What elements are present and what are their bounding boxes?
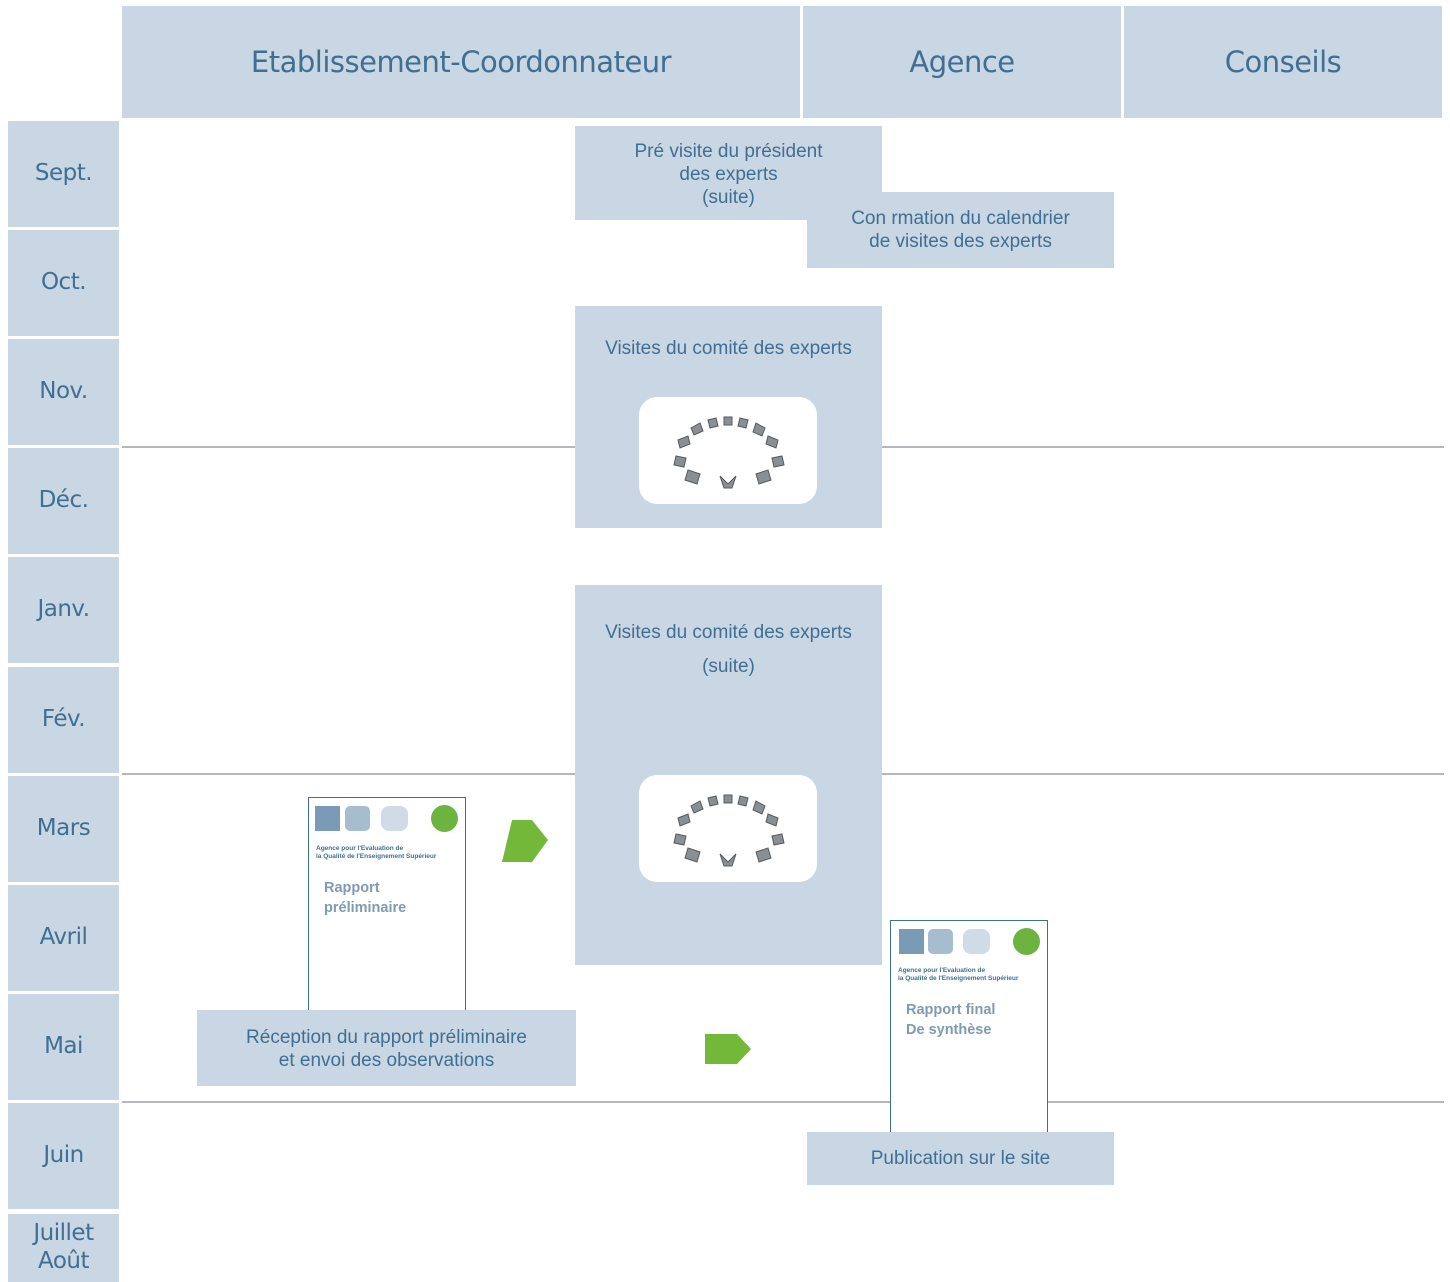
column-header-conseils: Conseils <box>1124 6 1442 118</box>
month-juillet-aout: Juillet Août <box>8 1214 119 1282</box>
month-juillet: Juillet <box>33 1220 94 1247</box>
visites-2-line-2: (suite) <box>702 656 755 677</box>
visites-1-line-1: Visites du comité des experts <box>605 338 852 359</box>
right-arrow-icon <box>502 820 548 862</box>
doc-logo-square-2 <box>928 929 953 954</box>
chairs-circle-graphic <box>673 416 785 488</box>
doc-logo-square-3 <box>963 929 990 954</box>
chairs-circle-graphic <box>673 794 785 866</box>
doc-logo-square-1 <box>315 806 340 831</box>
doc-logo-circle <box>1013 928 1040 955</box>
reception-line-2: et envoi des observations <box>278 1050 495 1071</box>
doc-title: Rapport préliminaire <box>324 878 406 918</box>
confirmation-line-1: Con rmation du calendrier <box>851 208 1070 229</box>
doc-logo-circle <box>431 805 458 832</box>
doc-title-line-1: Rapport <box>324 880 380 896</box>
confirmation-box: Con rmation du calendrier de visites des… <box>807 192 1114 268</box>
month-sept: Sept. <box>8 121 119 227</box>
right-arrow-icon <box>705 1034 751 1064</box>
doc-logo-square-3 <box>381 806 408 831</box>
publication-line-1: Publication sur le site <box>870 1148 1051 1169</box>
previsite-box: Pré visite du président des experts (sui… <box>575 126 882 220</box>
doc-org-name: Agence pour l'Evaluation de la Qualité d… <box>316 845 436 861</box>
reception-line-1: Réception du rapport préliminaire <box>246 1027 527 1048</box>
doc-org-line-2: la Qualité de l'Enseignement Supérieur <box>898 975 1019 982</box>
reception-box: Réception du rapport préliminaire et env… <box>197 1010 576 1086</box>
month-fev: Fév. <box>8 667 119 773</box>
month-aout: Août <box>38 1248 90 1274</box>
separator-line-juin <box>122 1101 1444 1103</box>
publication-box: Publication sur le site <box>807 1132 1114 1185</box>
visites-box-2: Visites du comité des experts (suite) <box>575 585 882 965</box>
month-avril: Avril <box>8 885 119 991</box>
previsite-line-1: Pré visite du président <box>634 141 823 162</box>
column-header-agence: Agence <box>803 6 1121 118</box>
column-header-etablissement: Etablissement-Coordonnateur <box>122 6 800 118</box>
doc-title: Rapport final De synthèse <box>906 1000 995 1040</box>
month-oct: Oct. <box>8 230 119 336</box>
doc-title-line-2: préliminaire <box>324 900 407 916</box>
doc-logo-square-1 <box>899 929 924 954</box>
doc-title-line-1: Rapport final <box>906 1002 996 1018</box>
meeting-chairs-icon <box>639 775 817 882</box>
month-mars: Mars <box>8 776 119 882</box>
month-dec: Déc. <box>8 448 119 554</box>
previsite-line-2: des experts <box>679 164 778 185</box>
rapport-preliminaire-document: Agence pour l'Evaluation de la Qualité d… <box>308 797 466 1017</box>
month-nov: Nov. <box>8 339 119 445</box>
month-janv: Janv. <box>8 557 119 663</box>
doc-title-line-2: De synthèse <box>906 1022 992 1038</box>
visites-box-1: Visites du comité des experts <box>575 306 882 528</box>
month-mai: Mai <box>8 994 119 1100</box>
previsite-line-3: (suite) <box>702 187 755 208</box>
rapport-final-document: Agence pour l'Evaluation de la Qualité d… <box>890 920 1048 1140</box>
doc-org-name: Agence pour l'Evaluation de la Qualité d… <box>898 967 1018 983</box>
doc-org-line-1: Agence pour l'Evaluation de <box>898 967 986 974</box>
month-juin: Juin <box>8 1103 119 1209</box>
visites-2-line-1: Visites du comité des experts <box>605 622 852 643</box>
confirmation-line-2: de visites des experts <box>869 231 1052 252</box>
doc-org-line-2: la Qualité de l'Enseignement Supérieur <box>316 853 437 860</box>
meeting-chairs-icon <box>639 397 817 504</box>
doc-org-line-1: Agence pour l'Evaluation de <box>316 845 404 852</box>
doc-logo-square-2 <box>345 806 370 831</box>
